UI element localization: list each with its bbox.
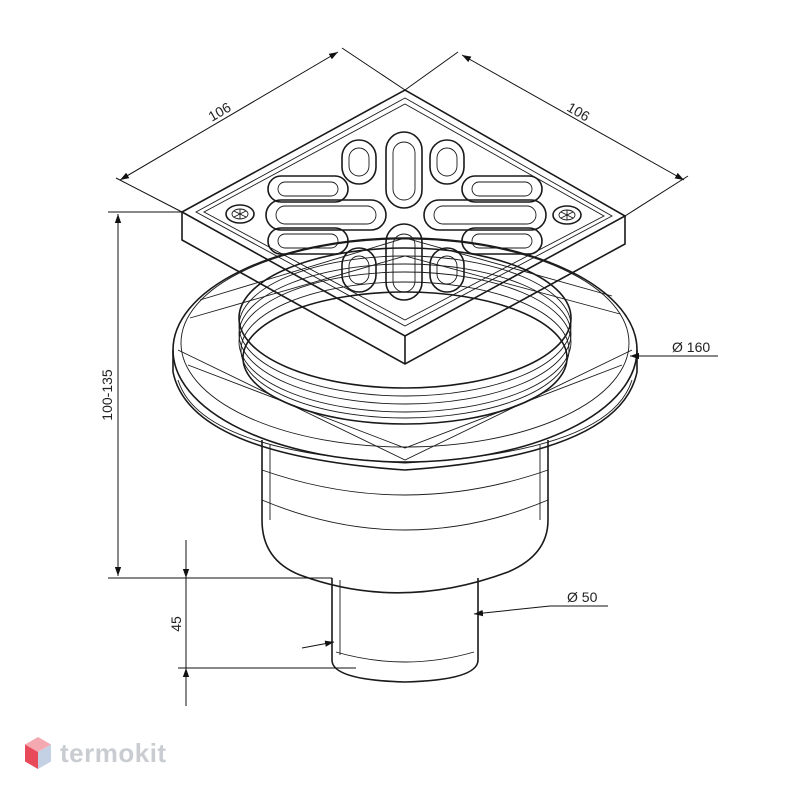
threaded-collar (238, 247, 572, 425)
grate-width-left-label: 106 (205, 99, 233, 125)
outlet-diameter-label: Ø 50 (567, 589, 598, 605)
height-range-label: 100-135 (99, 369, 115, 421)
grate-width-right-label: 106 (564, 99, 592, 125)
screw-right (552, 205, 582, 225)
drain-body (261, 440, 549, 594)
square-grate (180, 89, 627, 365)
flange-diameter-label: Ø 160 (672, 339, 710, 355)
brand-name: termokit (60, 737, 167, 768)
dimension-outlet-diameter (301, 605, 608, 649)
screw-left (225, 204, 255, 224)
dimension-height-range (108, 211, 332, 579)
outlet-height-label: 45 (168, 616, 184, 632)
outlet-pipe (331, 578, 479, 683)
dimension-grate-width-left (115, 47, 406, 213)
dimension-outlet-height (178, 540, 356, 706)
grate-slots (265, 131, 547, 301)
flange-ring (172, 237, 638, 471)
brand-watermark: termokit (24, 736, 167, 770)
dimension-grate-width-right (404, 51, 689, 217)
brand-logo-icon (25, 737, 51, 769)
